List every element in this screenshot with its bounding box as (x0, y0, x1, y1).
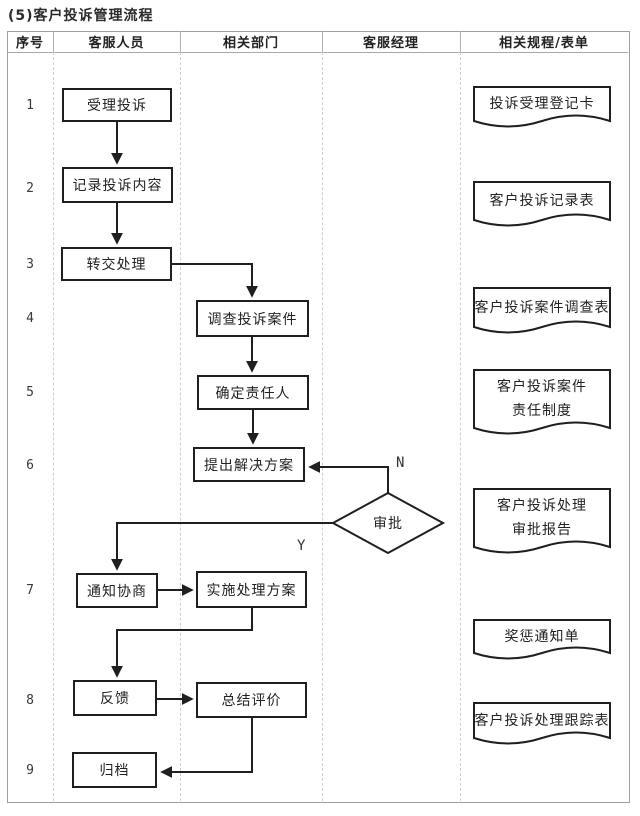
column-header-seq: 序号 (15, 36, 44, 51)
column-separator (53, 52, 54, 801)
form-tracking-sheet: 客户投诉处理跟踪表 (474, 703, 610, 738)
branch-label-no: N (396, 455, 405, 471)
form-case-investigation: 客户投诉案件调查表 (474, 288, 610, 327)
decision-diamond (330, 491, 446, 555)
form-responsibility-system: 客户投诉案件 责任制度 (474, 370, 610, 428)
step-archive: 归档 (72, 752, 157, 788)
column-separator (180, 52, 181, 801)
form-registration-card: 投诉受理登记卡 (474, 87, 610, 121)
step-determine-responsible: 确定责任人 (197, 375, 309, 410)
form-reward-punishment-notice: 奖惩通知单 (474, 620, 610, 653)
form-shape-2 (473, 181, 611, 227)
form-shape-5 (473, 488, 611, 554)
form-shape-7 (473, 702, 611, 745)
step-investigate-case: 调查投诉案件 (196, 300, 309, 337)
arrow-s7b-to-s8a (111, 608, 253, 678)
decision-label-approval: 审批 (373, 516, 403, 532)
row-number-1: 1 (26, 97, 34, 113)
branch-label-yes: Y (297, 538, 306, 554)
column-header-staff: 客服人员 (88, 36, 145, 51)
form-shape-3 (473, 287, 611, 334)
column-header-dept: 相关部门 (222, 36, 279, 51)
step-notify-negotiate: 通知协商 (76, 573, 158, 608)
form-line: 客户投诉案件 (497, 379, 587, 395)
header-divider (7, 52, 628, 53)
form-shape-6 (473, 619, 611, 660)
column-separator (53, 31, 54, 52)
form-line: 客户投诉记录表 (489, 193, 595, 209)
column-separator (322, 52, 323, 801)
form-line: 审批报告 (512, 522, 572, 538)
row-number-2: 2 (26, 180, 34, 196)
step-summary-evaluation: 总结评价 (196, 682, 307, 718)
row-number-7: 7 (26, 582, 34, 598)
step-feedback: 反馈 (73, 680, 157, 716)
column-separator (322, 31, 323, 52)
row-number-5: 5 (26, 384, 34, 400)
form-line: 客户投诉处理 (497, 498, 587, 514)
step-implement-solution: 实施处理方案 (196, 571, 307, 608)
row-number-6: 6 (26, 457, 34, 473)
column-separator (460, 31, 461, 52)
step-accept-complaint: 受理投诉 (62, 88, 172, 122)
form-shape-1 (473, 86, 611, 128)
arrow-decision-yes-to-s7a (111, 522, 333, 571)
column-separator (180, 31, 181, 52)
form-line: 奖惩通知单 (504, 628, 580, 645)
row-number-3: 3 (26, 256, 34, 272)
form-line: 责任制度 (512, 403, 572, 419)
form-complaint-record: 客户投诉记录表 (474, 182, 610, 220)
form-approval-report: 客户投诉处理 审批报告 (474, 489, 610, 547)
row-number-4: 4 (26, 310, 34, 326)
table-outline (7, 31, 630, 803)
step-record-complaint: 记录投诉内容 (62, 167, 173, 203)
row-number-9: 9 (26, 762, 34, 778)
column-separator (460, 52, 461, 801)
form-line: 客户投诉处理跟踪表 (474, 712, 610, 729)
form-line: 投诉受理登记卡 (489, 96, 595, 112)
arrow-decision-no-to-s6 (308, 461, 389, 493)
column-header-forms: 相关规程/表单 (499, 36, 589, 51)
row-number-8: 8 (26, 692, 34, 708)
page-title: (5)客户投诉管理流程 (8, 8, 154, 24)
column-header-manager: 客服经理 (362, 36, 419, 51)
arrow-s8b-to-s9 (160, 718, 253, 778)
step-forward-handling: 转交处理 (61, 247, 172, 281)
arrow-s3-to-s4 (172, 263, 258, 298)
step-propose-solution: 提出解决方案 (193, 447, 305, 482)
form-line: 客户投诉案件调查表 (474, 299, 610, 316)
form-shape-4 (473, 369, 611, 435)
